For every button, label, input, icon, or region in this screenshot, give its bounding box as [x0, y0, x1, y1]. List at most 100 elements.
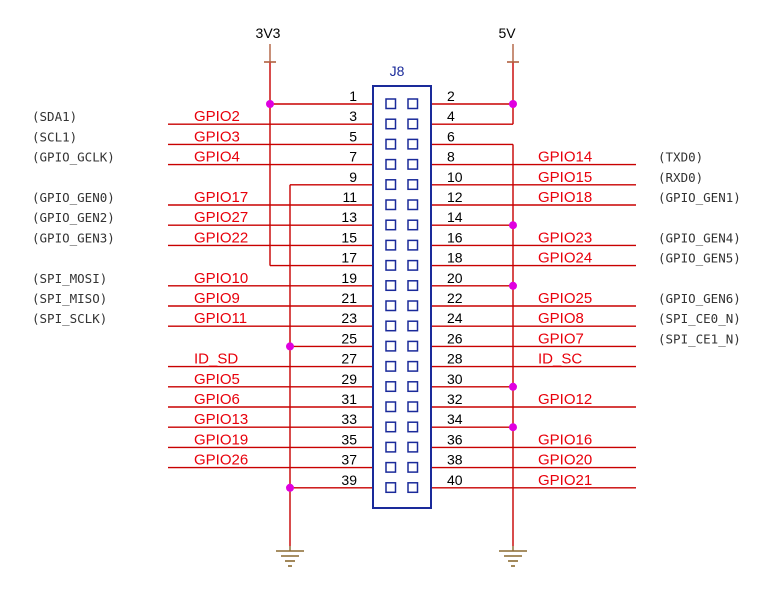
- signal-label: GPIO7: [538, 330, 584, 347]
- alt-function-label: (GPIO_GEN4): [658, 230, 741, 245]
- signal-label: GPIO9: [194, 290, 240, 307]
- pin-number: 26: [447, 330, 463, 346]
- pin-number: 14: [447, 209, 463, 225]
- power-label-5v: 5V: [498, 25, 516, 41]
- junction-dot: [286, 483, 294, 492]
- pin-number: 15: [341, 229, 357, 245]
- signal-label: GPIO12: [538, 391, 592, 408]
- pin-pad-even: [407, 98, 419, 110]
- pin-number: 1: [349, 88, 357, 104]
- pin-pad-odd: [385, 401, 397, 413]
- alt-function-label: (GPIO_GEN0): [32, 190, 115, 205]
- signal-label: GPIO27: [194, 209, 248, 226]
- pin-pad-odd: [385, 259, 397, 271]
- alt-function-label: (GPIO_GEN1): [658, 190, 741, 205]
- wires: [168, 44, 636, 567]
- pin-pad-odd: [385, 320, 397, 332]
- alt-function-label: (GPIO_GEN5): [658, 251, 741, 266]
- pin-number: 19: [341, 270, 357, 286]
- alt-function-label: (SDA1): [32, 109, 77, 124]
- junction-dot: [509, 382, 517, 391]
- pin-number: 28: [447, 351, 463, 367]
- junction-dot: [509, 221, 517, 230]
- signal-label: ID_SC: [538, 351, 582, 368]
- alt-function-label: (SPI_CE0_N): [658, 311, 741, 326]
- alt-function-label: (RXD0): [658, 170, 703, 185]
- pin-number: 40: [447, 472, 463, 488]
- pin-pad-odd: [385, 239, 397, 251]
- pin-labels: 13GPIO2(SDA1)5GPIO3(SCL1)7GPIO4(GPIO_GCL…: [32, 88, 741, 489]
- pin-pad-even: [407, 179, 419, 191]
- pin-number: 8: [447, 149, 455, 165]
- junction-dot: [509, 423, 517, 432]
- pin-pad-odd: [385, 441, 397, 453]
- pin-pad-even: [407, 320, 419, 332]
- pin-number: 20: [447, 270, 463, 286]
- pin-number: 37: [341, 452, 357, 468]
- pin-pad-even: [407, 441, 419, 453]
- pin-number: 23: [341, 310, 357, 326]
- pin-pad-odd: [385, 421, 397, 433]
- pin-number: 38: [447, 452, 463, 468]
- alt-function-label: (SPI_MOSI): [32, 271, 107, 286]
- alt-function-label: (GPIO_GEN2): [32, 210, 115, 225]
- pin-pad-even: [407, 300, 419, 312]
- pin-number: 6: [447, 128, 455, 144]
- signal-label: GPIO20: [538, 452, 592, 469]
- signal-label: GPIO3: [194, 128, 240, 145]
- pin-pad-even: [407, 280, 419, 292]
- signal-label: ID_SD: [194, 351, 238, 368]
- pin-number: 30: [447, 371, 463, 387]
- pin-pad-even: [407, 381, 419, 393]
- alt-function-label: (SPI_SCLK): [32, 311, 107, 326]
- signal-label: GPIO25: [538, 290, 592, 307]
- junction-dot: [286, 342, 294, 351]
- signal-label: GPIO14: [538, 149, 592, 166]
- junction-dot: [509, 281, 517, 290]
- pin-number: 9: [349, 169, 357, 185]
- pin-number: 24: [447, 310, 463, 326]
- pin-pad-even: [407, 138, 419, 150]
- pin-number: 11: [342, 189, 357, 205]
- signal-label: GPIO2: [194, 108, 240, 125]
- alt-function-label: (GPIO_GCLK): [32, 150, 115, 165]
- pin-pad-odd: [385, 360, 397, 372]
- junction-dot: [266, 100, 274, 108]
- signal-label: GPIO23: [538, 229, 592, 246]
- pin-number: 16: [447, 229, 463, 245]
- pin-number: 18: [447, 250, 463, 266]
- signal-label: GPIO16: [538, 431, 592, 448]
- pin-pad-odd: [385, 118, 397, 130]
- signal-label: GPIO24: [538, 250, 592, 267]
- pin-number: 5: [349, 128, 357, 144]
- pin-number: 10: [447, 169, 463, 185]
- pin-pad-even: [407, 158, 419, 170]
- pin-number: 39: [341, 472, 357, 488]
- signal-label: GPIO10: [194, 270, 248, 287]
- pin-number: 34: [447, 411, 463, 427]
- pin-number: 31: [341, 391, 357, 407]
- pin-pad-odd: [385, 219, 397, 231]
- pin-number: 36: [447, 431, 463, 447]
- pin-pad-odd: [385, 98, 397, 110]
- pin-number: 17: [341, 250, 357, 266]
- power-label-3v3: 3V3: [256, 25, 281, 41]
- pin-number: 25: [341, 330, 357, 346]
- signal-label: GPIO11: [194, 310, 247, 327]
- pin-pad-odd: [385, 461, 397, 473]
- signal-label: GPIO15: [538, 169, 592, 186]
- pin-number: 13: [341, 209, 357, 225]
- pin-number: 27: [341, 351, 357, 367]
- alt-function-label: (TXD0): [658, 150, 703, 165]
- pin-number: 32: [447, 391, 463, 407]
- pin-number: 4: [447, 108, 455, 124]
- junction-dot: [509, 100, 517, 108]
- pin-pad-even: [407, 401, 419, 413]
- pin-pad-even: [407, 199, 419, 211]
- pin-pad-even: [407, 259, 419, 271]
- pin-pad-odd: [385, 199, 397, 211]
- pin-number: 7: [349, 149, 357, 165]
- pin-pad-even: [407, 118, 419, 130]
- pin-pad-odd: [385, 138, 397, 150]
- pin-number: 3: [349, 108, 357, 124]
